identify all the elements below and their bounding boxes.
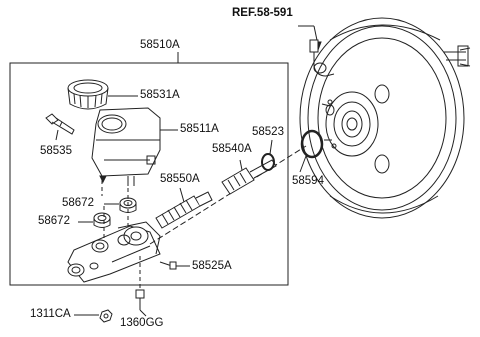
bolt-1360gg	[135, 289, 145, 310]
leader-1360gg	[139, 309, 147, 317]
label-1360gg: 1360GG	[120, 317, 164, 329]
label-58531a: 58531A	[140, 89, 180, 101]
label-58594: 58594	[292, 175, 324, 187]
leader-58540a	[239, 159, 243, 171]
label-58510a: 58510A	[140, 39, 180, 51]
bracket-bolt	[159, 261, 177, 270]
reservoir-cap	[67, 79, 109, 110]
label-58523: 58523	[252, 126, 284, 138]
label-58550a: 58550A	[160, 173, 200, 185]
leader-58523	[269, 139, 273, 155]
label-58525a: 58525A	[192, 260, 232, 272]
leader-58550a	[179, 187, 185, 203]
seal-58523	[261, 153, 275, 171]
grommet-lower	[93, 212, 111, 228]
secondary-piston	[155, 191, 213, 229]
level-sensor	[45, 113, 75, 135]
label-1311ca: 1311CA	[30, 308, 71, 320]
leader-58535	[55, 129, 59, 141]
leader-58594	[299, 155, 307, 173]
label-58511a: 58511A	[180, 123, 219, 135]
label-58540a: 58540A	[212, 143, 252, 155]
master-cylinder-body	[67, 221, 161, 283]
label-58672-lower: 58672	[38, 215, 70, 227]
o-ring-58594	[300, 129, 324, 159]
label-58672-upper: 58672	[62, 197, 94, 209]
brake-booster	[299, 17, 471, 219]
axis-line	[149, 145, 307, 245]
nut-1311ca	[99, 309, 113, 323]
reservoir	[91, 107, 161, 186]
label-58535: 58535	[40, 145, 72, 157]
ref-label[interactable]: REF.58-591	[232, 7, 293, 19]
primary-piston	[221, 159, 277, 195]
assembly-frame	[9, 62, 289, 286]
